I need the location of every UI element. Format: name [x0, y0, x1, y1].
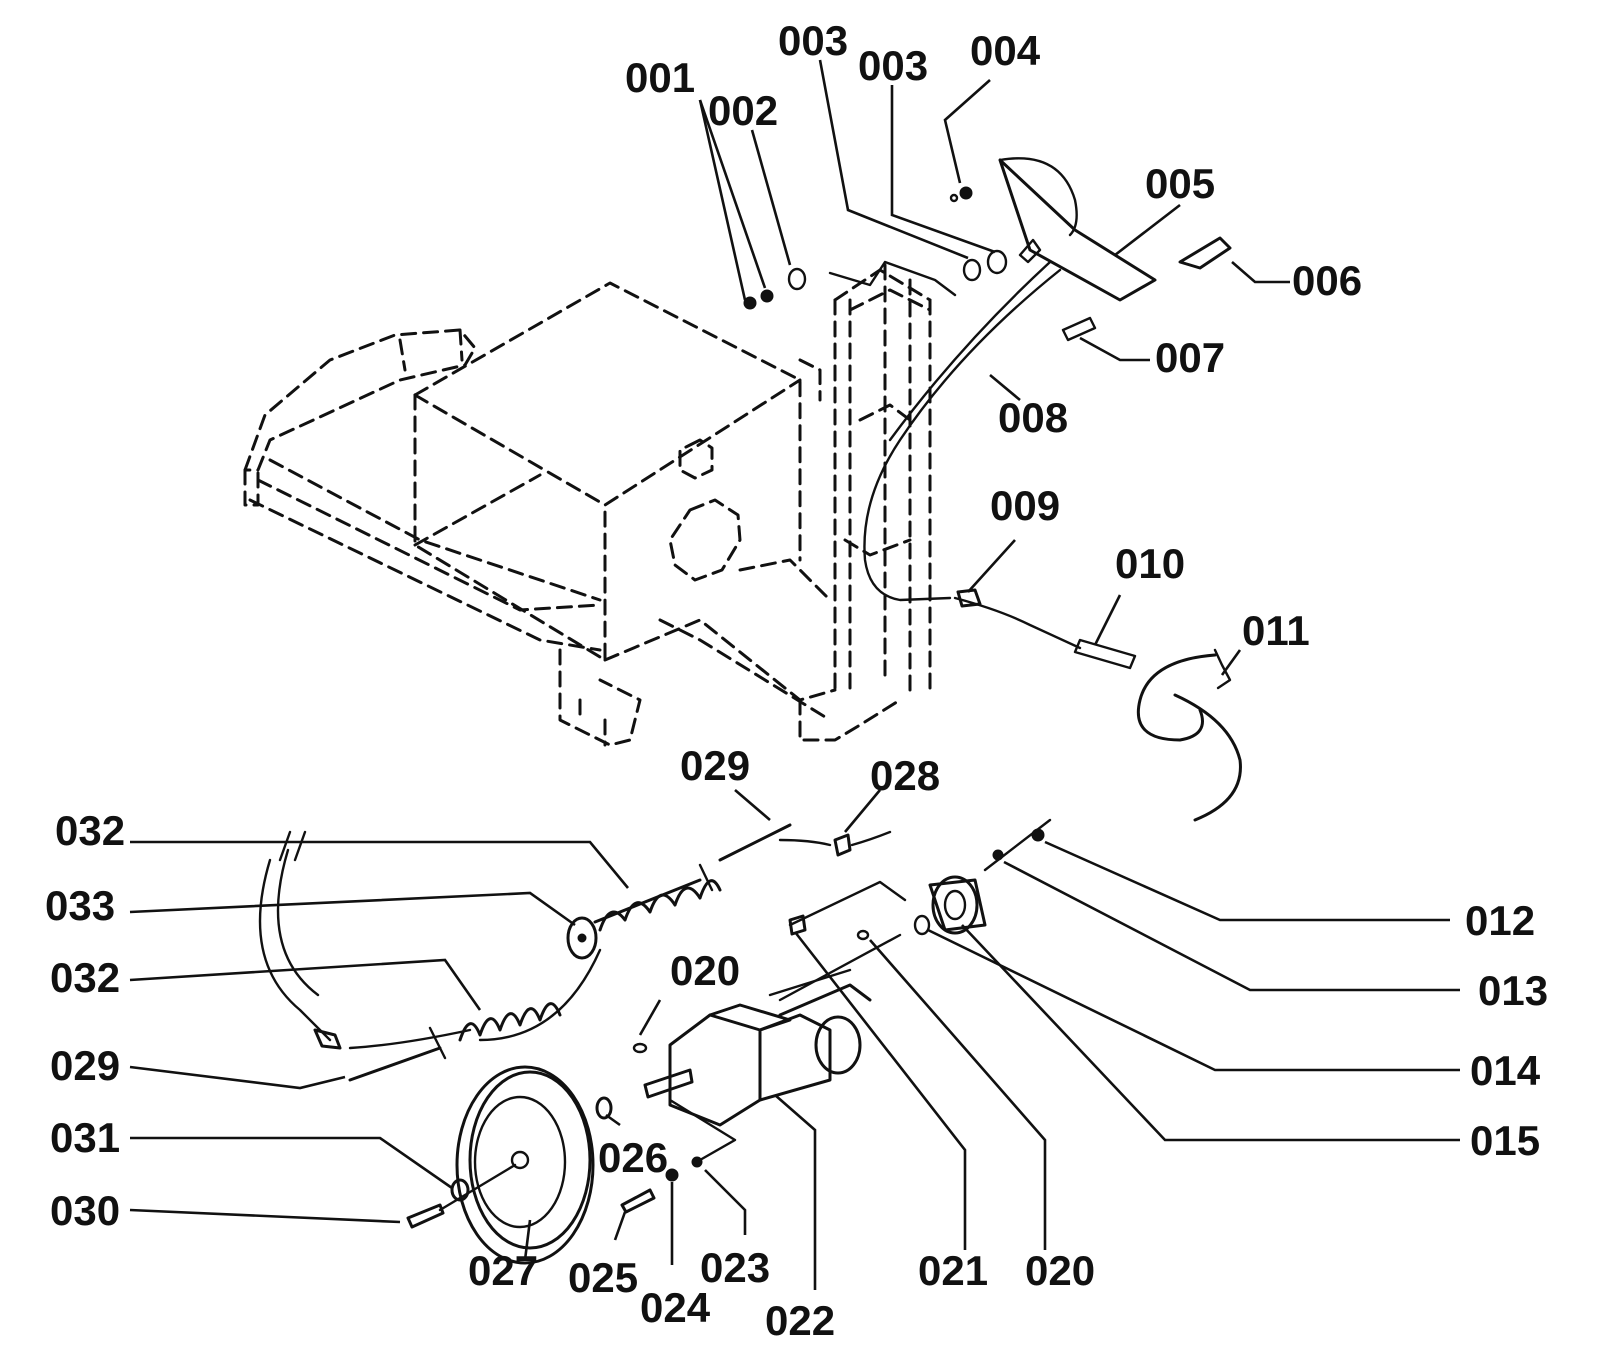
- label-032b: 032: [50, 954, 120, 1001]
- bolt-025: [620, 1188, 656, 1214]
- label-009: 009: [990, 482, 1060, 529]
- label-014: 014: [1470, 1047, 1541, 1094]
- label-011: 011: [1242, 607, 1310, 654]
- label-015: 015: [1470, 1117, 1540, 1164]
- label-013: 013: [1478, 967, 1548, 1014]
- label-028: 028: [870, 752, 940, 799]
- bracket-link: [828, 260, 957, 297]
- rod-029b: [348, 1046, 442, 1082]
- hub-015: [931, 875, 979, 935]
- ferrule: [313, 1028, 342, 1050]
- upper-hardware: [743, 157, 1232, 342]
- bolt-021: [788, 914, 807, 936]
- label-001: 001: [625, 54, 695, 101]
- label-020a: 020: [670, 947, 740, 994]
- label-022: 022: [765, 1297, 835, 1344]
- callout-labels: 001 002 003 003 004 005 006 007 008 009 …: [45, 17, 1548, 1344]
- key-020b: [856, 929, 870, 941]
- nut-001a: [743, 296, 757, 310]
- label-027: 027: [468, 1247, 538, 1294]
- nipple-028: [833, 833, 852, 857]
- bolt-021-line: [788, 880, 907, 927]
- label-031: 031: [50, 1114, 120, 1161]
- throttle-cable: [863, 260, 1242, 822]
- label-008: 008: [998, 394, 1068, 441]
- label-023: 023: [700, 1244, 770, 1291]
- label-025: 025: [568, 1254, 638, 1301]
- washer-023: [691, 1156, 703, 1168]
- label-010: 010: [1115, 540, 1185, 587]
- hub-assembly: [778, 818, 1052, 1002]
- washer-002: [787, 267, 807, 291]
- lower-cable-assembly: [258, 823, 892, 1082]
- label-029a: 029: [680, 742, 750, 789]
- bolt-007: [1061, 316, 1097, 342]
- drive-motor-assembly: [406, 968, 872, 1265]
- cable-loop-011: [1137, 653, 1217, 742]
- cable-008: [863, 268, 1062, 602]
- nut-012: [1031, 828, 1045, 842]
- label-026: 026: [598, 1134, 668, 1181]
- label-032a: 032: [55, 807, 125, 854]
- ball-004: [959, 186, 973, 200]
- label-007: 007: [1155, 334, 1225, 381]
- label-003a: 003: [778, 17, 848, 64]
- key-020a: [632, 1042, 648, 1054]
- pin: [1018, 238, 1042, 264]
- machine-frame-outline: [243, 263, 932, 747]
- label-005: 005: [1145, 160, 1215, 207]
- label-003b: 003: [858, 42, 928, 89]
- rod-029a: [718, 823, 792, 862]
- washer-026: [595, 1096, 613, 1120]
- washer-003b: [986, 249, 1008, 275]
- label-012: 012: [1465, 897, 1535, 944]
- nut-024: [665, 1168, 679, 1182]
- label-021: 021: [918, 1247, 988, 1294]
- nut-001b: [760, 289, 774, 303]
- label-024: 024: [640, 1284, 711, 1331]
- label-004: 004: [970, 27, 1041, 74]
- leader-lines: [129, 59, 1460, 1290]
- bolt-030: [406, 1203, 445, 1229]
- cable-line: [953, 596, 1082, 650]
- wheel-027: [455, 1065, 595, 1265]
- washer-033: [566, 916, 598, 960]
- sleeve-010: [1073, 638, 1137, 670]
- label-030: 030: [50, 1187, 120, 1234]
- label-006: 006: [1292, 257, 1362, 304]
- motor-cap: [814, 1015, 862, 1075]
- spring-032b: [458, 1002, 562, 1042]
- label-029b: 029: [50, 1042, 120, 1089]
- label-020b: 020: [1025, 1247, 1095, 1294]
- rod-029a-body: [593, 878, 702, 924]
- lever-005: [998, 158, 1157, 302]
- washer-003a: [962, 258, 982, 282]
- label-033: 033: [45, 882, 115, 929]
- washer-014: [913, 914, 931, 936]
- spring-032a: [598, 879, 722, 932]
- outer-cable: [258, 858, 332, 1042]
- clip-006: [1178, 236, 1232, 270]
- label-002: 002: [708, 87, 778, 134]
- shaft: [643, 1068, 694, 1099]
- washer-031: [450, 1178, 470, 1202]
